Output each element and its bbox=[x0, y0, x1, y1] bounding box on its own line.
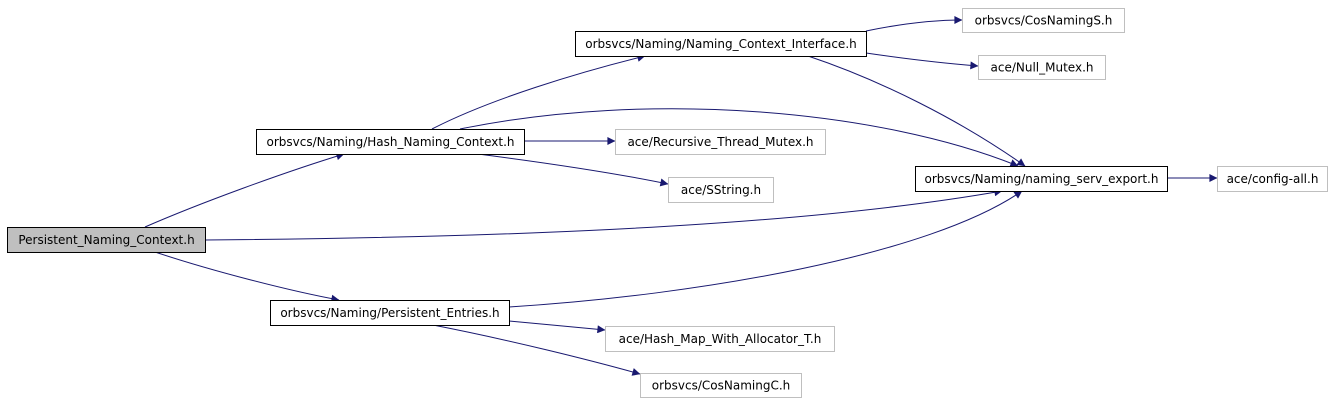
edge-naming-context-interface-to-naming-serv-export bbox=[807, 55, 1026, 167]
node-box bbox=[605, 326, 835, 352]
node-recursive-thread-mutex[interactable]: ace/Recursive_Thread_Mutex.h bbox=[615, 129, 826, 155]
node-naming-context-interface[interactable]: orbsvcs/Naming/Naming_Context_Interface.… bbox=[575, 31, 867, 57]
node-naming-serv-export[interactable]: orbsvcs/Naming/naming_serv_export.h bbox=[915, 166, 1168, 192]
node-box bbox=[640, 373, 802, 398]
node-persistent-entries[interactable]: orbsvcs/Naming/Persistent_Entries.h bbox=[270, 300, 510, 326]
node-label: ace/SString.h bbox=[681, 183, 761, 197]
node-label: orbsvcs/Naming/Hash_Naming_Context.h bbox=[267, 135, 515, 149]
node-box bbox=[575, 31, 867, 57]
node-sstring[interactable]: ace/SString.h bbox=[668, 177, 774, 203]
node-box bbox=[615, 129, 826, 155]
node-box bbox=[1217, 166, 1328, 192]
node-hash-naming-context[interactable]: orbsvcs/Naming/Hash_Naming_Context.h bbox=[256, 129, 525, 155]
edge-persistent-naming-context-to-naming-serv-export bbox=[204, 188, 1003, 241]
edge-persistent-naming-context-to-persistent-entries bbox=[154, 251, 340, 303]
node-cos-naming-c[interactable]: orbsvcs/CosNamingC.h bbox=[640, 373, 802, 398]
node-cos-naming-s[interactable]: orbsvcs/CosNamingS.h bbox=[962, 8, 1125, 33]
edge-persistent-entries-to-cos-naming-c bbox=[432, 324, 641, 376]
node-config-all[interactable]: ace/config-all.h bbox=[1217, 166, 1328, 192]
node-box bbox=[668, 177, 774, 203]
edge-hash-naming-context-to-naming-context-interface bbox=[431, 53, 646, 130]
node-box bbox=[256, 129, 525, 155]
node-label: ace/config-all.h bbox=[1227, 172, 1319, 186]
node-box bbox=[7, 227, 206, 253]
node-label: ace/Hash_Map_With_Allocator_T.h bbox=[619, 332, 822, 346]
node-label: orbsvcs/CosNamingS.h bbox=[975, 14, 1113, 28]
edge-hash-naming-context-to-naming-serv-export bbox=[459, 108, 1019, 167]
node-box bbox=[915, 166, 1168, 192]
node-label: orbsvcs/Naming/Persistent_Entries.h bbox=[280, 306, 499, 320]
node-box bbox=[270, 300, 510, 326]
node-label: orbsvcs/CosNamingC.h bbox=[652, 379, 791, 393]
node-label: orbsvcs/Naming/naming_serv_export.h bbox=[925, 172, 1159, 186]
nodes-layer: Persistent_Naming_Context.h orbsvcs/Namin… bbox=[7, 8, 1328, 398]
node-persistent-naming-context[interactable]: Persistent_Naming_Context.h bbox=[7, 227, 206, 253]
edge-persistent-naming-context-to-hash-naming-context bbox=[144, 152, 345, 228]
node-label: Persistent_Naming_Context.h bbox=[18, 233, 194, 247]
edge-naming-context-interface-to-null-mutex bbox=[865, 52, 979, 70]
node-hash-map-with-allocator[interactable]: ace/Hash_Map_With_Allocator_T.h bbox=[605, 326, 835, 352]
node-box bbox=[978, 55, 1106, 80]
edge-persistent-entries-to-hash-map-with-allocator bbox=[508, 320, 606, 334]
edges-layer bbox=[144, 16, 1218, 376]
node-label: ace/Null_Mutex.h bbox=[991, 61, 1094, 75]
node-null-mutex[interactable]: ace/Null_Mutex.h bbox=[978, 55, 1106, 80]
node-box bbox=[962, 8, 1125, 33]
edge-persistent-entries-to-naming-serv-export bbox=[508, 190, 1023, 308]
node-label: ace/Recursive_Thread_Mutex.h bbox=[627, 135, 813, 149]
edge-hash-naming-context-to-sstring bbox=[477, 153, 669, 187]
edge-naming-context-interface-to-cos-naming-s bbox=[865, 16, 963, 32]
node-label: orbsvcs/Naming/Naming_Context_Interface.… bbox=[585, 37, 857, 51]
